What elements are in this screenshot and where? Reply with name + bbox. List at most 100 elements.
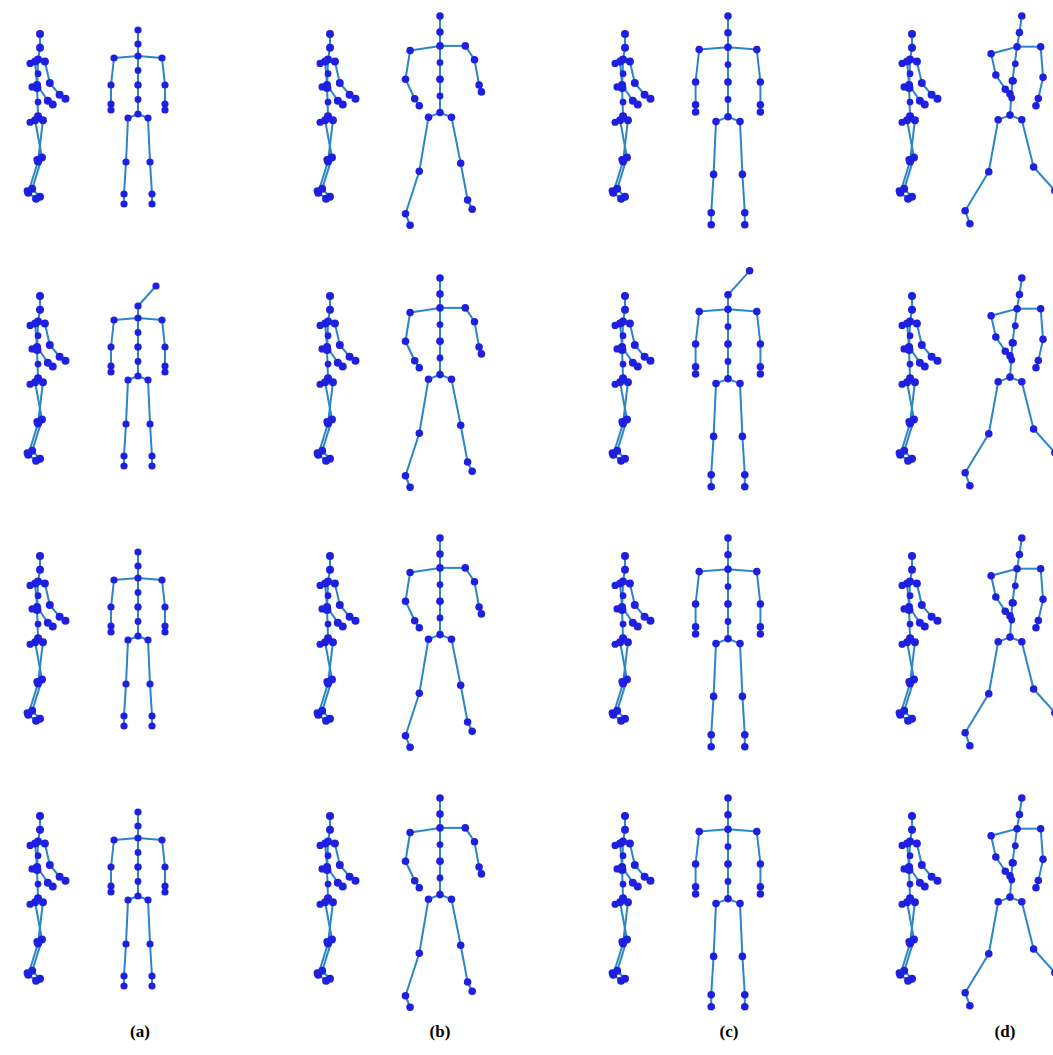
joint-dot	[921, 883, 929, 891]
joint-dot	[707, 743, 715, 751]
joint-dot	[402, 732, 410, 740]
bone-line	[613, 683, 623, 714]
joint-dot	[609, 449, 616, 456]
joint-dot	[326, 566, 334, 574]
front-skeleton	[961, 12, 1053, 227]
front-skeleton	[402, 534, 485, 751]
joint-dot	[987, 50, 995, 58]
joint-dot	[757, 108, 765, 116]
joint-dot	[707, 1003, 715, 1011]
joint-dot	[904, 457, 912, 465]
joint-dot	[1051, 969, 1053, 977]
joint-dot	[724, 113, 732, 121]
joint-dot	[724, 340, 732, 348]
joint-dot	[907, 85, 914, 92]
joint-dot	[1018, 898, 1026, 906]
joint-dot	[457, 681, 465, 689]
joint-dot	[908, 566, 916, 574]
bone-line	[1034, 949, 1053, 973]
joint-dot	[1016, 811, 1024, 819]
bone-line	[740, 384, 742, 437]
joint-dot	[28, 345, 35, 352]
joint-dot	[725, 878, 732, 885]
joint-dot	[1008, 617, 1015, 624]
joint-dot	[406, 744, 414, 752]
joint-dot	[402, 992, 410, 1000]
joint-dot	[612, 641, 619, 648]
joint-dot	[462, 42, 470, 50]
joint-dot	[148, 462, 155, 469]
joint-dot	[24, 449, 31, 456]
joint-dot	[416, 949, 424, 957]
joint-dot	[326, 826, 334, 834]
joint-dot	[1032, 364, 1040, 372]
bone-line	[150, 424, 152, 456]
side-skeleton	[609, 292, 655, 465]
joint-dot	[326, 292, 334, 300]
bone-line	[406, 833, 411, 862]
joint-dot	[161, 81, 168, 88]
bone-line	[714, 644, 716, 697]
bone-line	[138, 56, 162, 58]
bone-line	[452, 899, 461, 945]
joint-dot	[336, 601, 344, 609]
joint-dot	[416, 167, 424, 175]
joint-dot	[741, 209, 749, 217]
joint-dot	[741, 743, 749, 751]
bone-line	[728, 309, 757, 311]
front-skeleton	[402, 794, 485, 1011]
joint-dot	[107, 888, 114, 895]
joint-dot	[323, 938, 330, 945]
joint-dot	[325, 70, 332, 77]
joint-dot	[314, 187, 321, 194]
joint-dot	[135, 604, 142, 611]
bone-line	[991, 309, 1017, 316]
joint-dot	[152, 282, 159, 289]
bone-line	[1022, 382, 1034, 429]
joint-dot	[35, 85, 42, 92]
joint-dot	[908, 812, 916, 820]
joint-dot	[27, 582, 34, 589]
joint-dot	[724, 291, 732, 299]
joint-dot	[634, 363, 642, 371]
joint-dot	[725, 601, 732, 608]
bone-line	[114, 578, 138, 580]
joint-dot	[457, 941, 465, 949]
joint-dot	[707, 471, 715, 479]
joint-dot	[907, 592, 914, 599]
joint-dot	[416, 102, 424, 110]
joint-dot	[325, 592, 332, 599]
joint-dot	[411, 617, 419, 625]
joint-dot	[161, 888, 168, 895]
joint-dot	[1037, 305, 1045, 313]
joint-dot	[631, 341, 639, 349]
joint-dot	[757, 78, 765, 86]
bone-line	[124, 684, 126, 716]
joint-dot	[317, 582, 324, 589]
joint-dot	[933, 357, 941, 365]
joint-dot	[436, 337, 444, 345]
panel-label: (b)	[430, 1022, 451, 1042]
joint-dot	[1009, 859, 1017, 867]
joint-dot	[966, 482, 974, 490]
joint-dot	[612, 842, 619, 849]
joint-dot	[161, 106, 168, 113]
joint-dot	[35, 621, 42, 628]
joint-dot	[896, 709, 903, 716]
joint-dot	[325, 621, 332, 628]
joint-dot	[28, 865, 35, 872]
joint-dot	[741, 221, 749, 229]
joint-dot	[148, 722, 155, 729]
panel-label: (a)	[130, 1022, 150, 1042]
joint-dot	[725, 861, 732, 868]
joint-dot	[478, 610, 486, 618]
joint-dot	[626, 57, 634, 65]
joint-dot	[36, 292, 44, 300]
joint-dot	[323, 156, 330, 163]
joint-dot	[966, 742, 974, 750]
joint-dot	[478, 88, 486, 96]
joint-dot	[908, 826, 916, 834]
joint-dot	[351, 877, 359, 885]
joint-dot	[724, 375, 732, 383]
joint-dot	[631, 861, 639, 869]
